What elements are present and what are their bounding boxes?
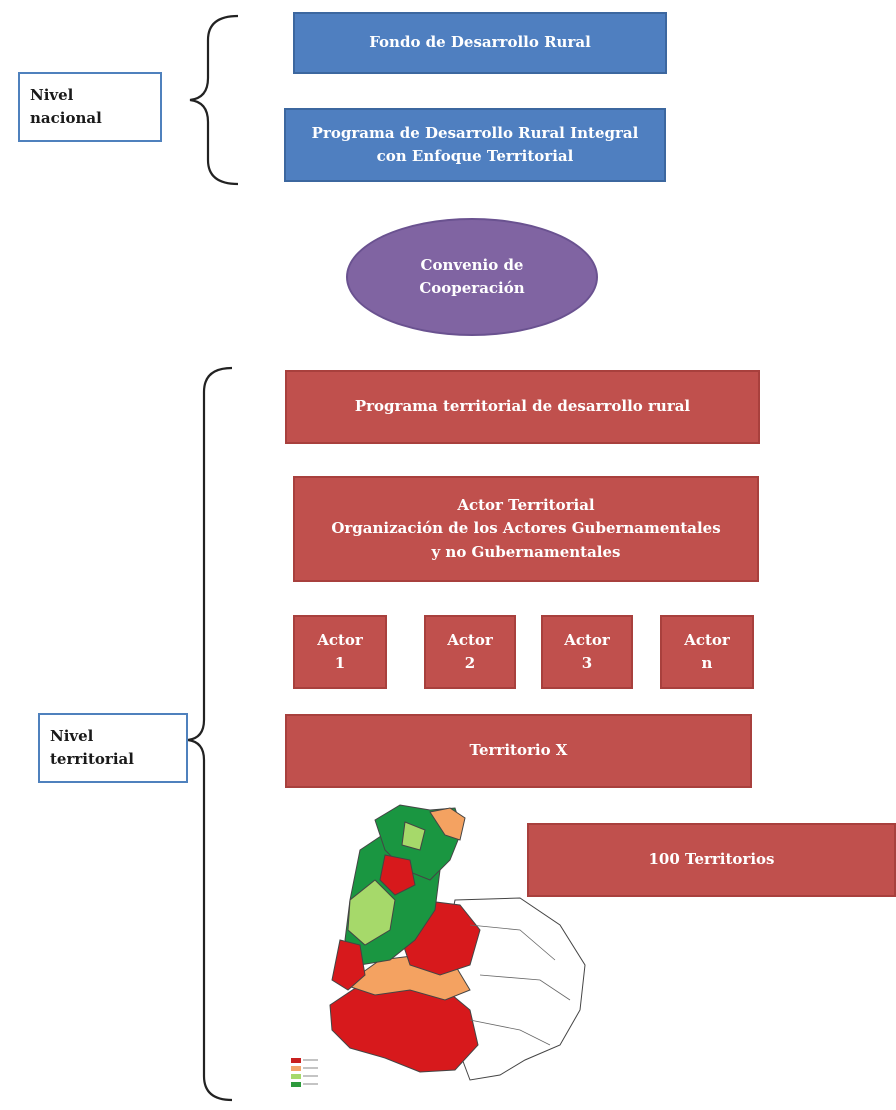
map-region-pacific bbox=[331, 939, 366, 991]
legend-swatch-3 bbox=[291, 1074, 301, 1079]
territorio-x-box: Territorio X bbox=[285, 714, 752, 788]
fondo-desarrollo-rural-box: Fondo de Desarrollo Rural bbox=[293, 12, 667, 74]
cien-territorios-box: 100 Territorios bbox=[527, 823, 896, 897]
actor-2-box: Actor 2 bbox=[424, 615, 516, 689]
programa-territorial-box: Programa territorial de desarrollo rural bbox=[285, 370, 760, 444]
actor-territorial-box: Actor Territorial Organización de los Ac… bbox=[293, 476, 759, 582]
nivel-territorial-label: Nivel territorial bbox=[38, 713, 188, 783]
convenio-cooperacion-oval: Convenio de Cooperación bbox=[346, 218, 598, 336]
map-region-lightgreen bbox=[347, 879, 396, 946]
actor-1-box: Actor 1 bbox=[293, 615, 387, 689]
bracket-nacional bbox=[189, 14, 239, 186]
nivel-nacional-label: Nivel nacional bbox=[18, 72, 162, 142]
map-region-north-light bbox=[401, 821, 426, 851]
legend-swatch-2 bbox=[291, 1066, 301, 1071]
actor-3-box: Actor 3 bbox=[541, 615, 633, 689]
legend-swatch-4 bbox=[291, 1082, 301, 1087]
map-region-guajira bbox=[429, 807, 466, 841]
map-region-north-red bbox=[379, 854, 416, 896]
actor-n-box: Actor n bbox=[660, 615, 754, 689]
programa-desarrollo-rural-box: Programa de Desarrollo Rural Integral co… bbox=[284, 108, 666, 182]
bracket-territorial bbox=[187, 366, 233, 1102]
legend-swatch-1 bbox=[291, 1058, 301, 1063]
